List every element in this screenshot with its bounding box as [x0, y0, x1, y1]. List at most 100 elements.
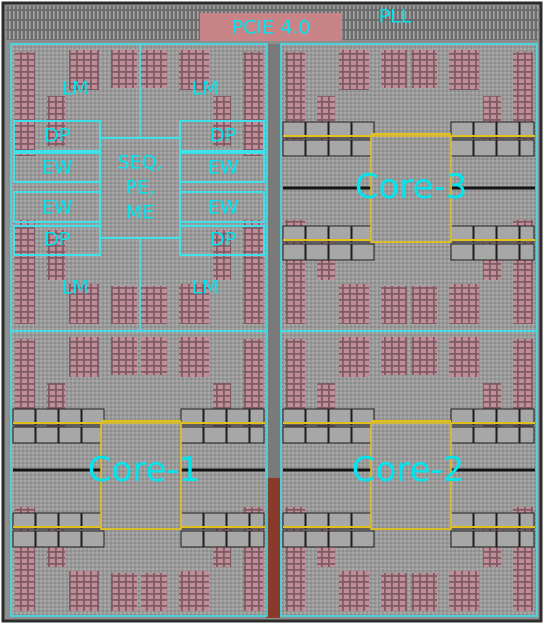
compute-tile: [13, 427, 35, 443]
compute-tile: [497, 244, 519, 260]
memory-array: [141, 573, 167, 611]
memory-array: [179, 337, 209, 377]
compute-tile: [352, 531, 374, 547]
compute-tile: [474, 427, 496, 443]
core-2-label: Core-2: [352, 453, 465, 487]
compute-tile: [250, 427, 264, 443]
memory-array: [449, 337, 479, 377]
compute-tile: [520, 244, 534, 260]
memory-array: [111, 573, 137, 611]
compute-tile: [497, 140, 519, 156]
compute-tile: [227, 427, 249, 443]
compute-tile: [13, 531, 35, 547]
core0-dp-label: DP: [210, 127, 236, 146]
memory-array: [339, 571, 369, 611]
pcie-label: PCIE 4.0: [232, 19, 311, 38]
compute-tile: [497, 427, 519, 443]
core0-lm-label: LM: [192, 279, 219, 298]
memory-array: [243, 52, 263, 156]
compute-tile: [181, 531, 203, 547]
compute-tile: [283, 427, 305, 443]
core0-lm-label: LM: [62, 80, 89, 99]
core0-dp-label: DP: [44, 127, 70, 146]
pe-line: PE,: [117, 176, 162, 201]
compute-tile: [36, 531, 58, 547]
compute-tile: [59, 427, 81, 443]
core0-seq-pe-me-label: SEQ, PE, ME: [117, 151, 162, 226]
core-3-label: Core-3: [355, 170, 468, 204]
memory-array: [449, 571, 479, 611]
memory-array: [179, 571, 209, 611]
pll-label: PLL: [379, 8, 412, 27]
memory-array: [411, 286, 437, 324]
center-io-column: [266, 478, 280, 618]
compute-tile: [82, 531, 104, 547]
core0-ew-label: EW: [42, 159, 73, 178]
core0-lm-label: LM: [192, 80, 219, 99]
compute-tile: [283, 140, 305, 156]
compute-tile: [520, 427, 534, 443]
compute-tile: [451, 244, 473, 260]
compute-tile: [329, 140, 351, 156]
memory-array: [111, 50, 137, 88]
compute-tile: [497, 531, 519, 547]
compute-tile: [474, 140, 496, 156]
memory-array: [111, 337, 137, 375]
memory-array: [449, 50, 479, 90]
memory-array: [449, 284, 479, 324]
core0-ew-label: EW: [42, 199, 73, 218]
memory-array: [411, 573, 437, 611]
memory-array: [69, 571, 99, 611]
compute-tile: [451, 427, 473, 443]
compute-tile: [474, 531, 496, 547]
core-1-label: Core-1: [88, 453, 201, 487]
core0-ew-label: EW: [208, 159, 239, 178]
compute-tile: [329, 427, 351, 443]
compute-tile: [204, 427, 226, 443]
compute-tile: [474, 244, 496, 260]
compute-tile: [329, 531, 351, 547]
memory-array: [381, 337, 407, 375]
memory-array: [381, 573, 407, 611]
compute-tile: [352, 244, 374, 260]
seq-line: SEQ,: [117, 151, 162, 176]
memory-array: [141, 50, 167, 88]
memory-array: [381, 50, 407, 88]
memory-array: [141, 286, 167, 324]
memory-array: [339, 337, 369, 377]
compute-tile: [36, 427, 58, 443]
me-line: ME: [117, 201, 162, 226]
memory-array: [141, 337, 167, 375]
memory-array: [411, 337, 437, 375]
core0-dp-label: DP: [210, 231, 236, 250]
compute-tile: [520, 140, 534, 156]
compute-tile: [250, 531, 264, 547]
compute-tile: [306, 244, 328, 260]
compute-tile: [59, 531, 81, 547]
compute-tile: [306, 427, 328, 443]
core0-lm-label: LM: [62, 279, 89, 298]
memory-array: [381, 286, 407, 324]
memory-array: [243, 220, 263, 324]
memory-array: [339, 50, 369, 90]
compute-tile: [451, 140, 473, 156]
core0-dp-label: DP: [44, 231, 70, 250]
compute-tile: [283, 244, 305, 260]
compute-tile: [451, 531, 473, 547]
compute-tile: [227, 531, 249, 547]
compute-tile: [520, 531, 534, 547]
compute-tile: [306, 531, 328, 547]
core0-ew-label: EW: [208, 199, 239, 218]
memory-array: [339, 284, 369, 324]
memory-array: [15, 52, 35, 156]
compute-tile: [181, 427, 203, 443]
compute-tile: [329, 244, 351, 260]
memory-array: [111, 286, 137, 324]
compute-tile: [204, 531, 226, 547]
memory-array: [15, 220, 35, 324]
memory-array: [411, 50, 437, 88]
memory-array: [69, 337, 99, 377]
compute-tile: [306, 140, 328, 156]
compute-tile: [283, 531, 305, 547]
